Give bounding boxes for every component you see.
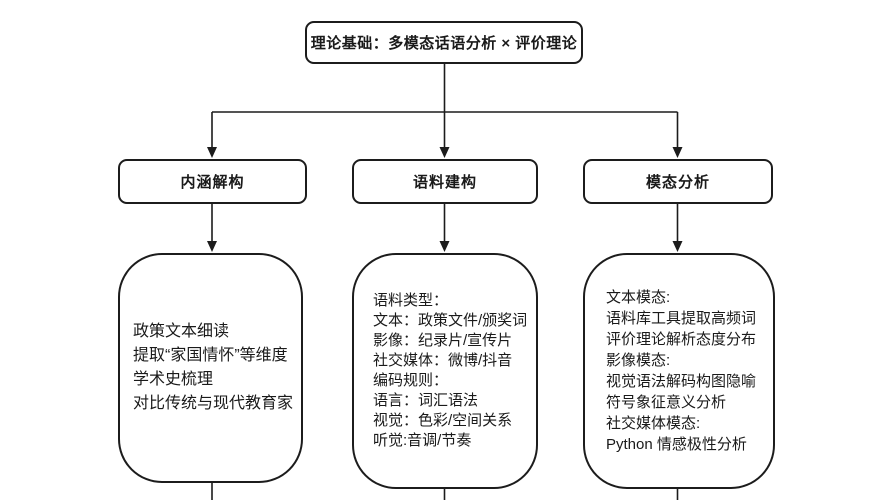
detail-line: 学术史梳理 <box>133 371 214 388</box>
arrowhead-detail-right <box>672 241 683 252</box>
detail-line: 视觉语法解码构图隐喻 <box>606 373 757 390</box>
detail-line: 对比传统与现代教育家 <box>133 395 294 412</box>
branch-header-corpus: 语料建构 <box>352 159 538 204</box>
detail-line: 评价理论解析态度分布 <box>606 331 757 348</box>
detail-node-modality: 文本模态: 语料库工具提取高频词 评价理论解析态度分布 影像模态: 视觉语法解码… <box>583 253 775 489</box>
arrowhead-center <box>439 147 450 158</box>
detail-line: 影像：纪录片/宣传片 <box>373 332 513 349</box>
arrowhead-right <box>672 147 683 158</box>
detail-line: 政策文本细读 <box>133 323 230 340</box>
detail-line: 文本：政策文件/颁奖词 <box>373 312 528 329</box>
arrowhead-left <box>207 147 217 158</box>
detail-line: 社交媒体模态: <box>606 415 701 432</box>
detail-line: 语料类型： <box>373 292 449 309</box>
detail-node-connotation: 政策文本细读 提取“家国情怀”等维度 学术史梳理 对比传统与现代教育家 <box>118 253 303 483</box>
detail-line: 视觉：色彩/空间关系 <box>373 412 513 429</box>
detail-line: 语言：词汇语法 <box>373 392 479 409</box>
arrowhead-detail-center <box>439 241 450 252</box>
detail-line: Python 情感极性分析 <box>606 436 747 453</box>
detail-line: 编码规则： <box>373 372 449 389</box>
detail-line: 符号象征意义分析 <box>606 394 727 411</box>
arrowhead-detail-left <box>207 241 217 252</box>
detail-line: 文本模态: <box>606 289 671 306</box>
detail-node-corpus: 语料类型： 文本：政策文件/颁奖词 影像：纪录片/宣传片 社交媒体：微博/抖音 … <box>352 253 538 489</box>
detail-line: 听觉:音调/节奏 <box>373 432 472 449</box>
branch-header-modality: 模态分析 <box>583 159 773 204</box>
detail-line: 语料库工具提取高频词 <box>606 310 757 327</box>
detail-line: 社交媒体：微博/抖音 <box>373 352 513 369</box>
detail-line: 影像模态: <box>606 352 671 369</box>
title-node: 理论基础：多模态话语分析 × 评价理论 <box>305 21 583 64</box>
branch-header-connotation: 内涵解构 <box>118 159 307 204</box>
detail-line: 提取“家国情怀”等维度 <box>133 347 288 364</box>
